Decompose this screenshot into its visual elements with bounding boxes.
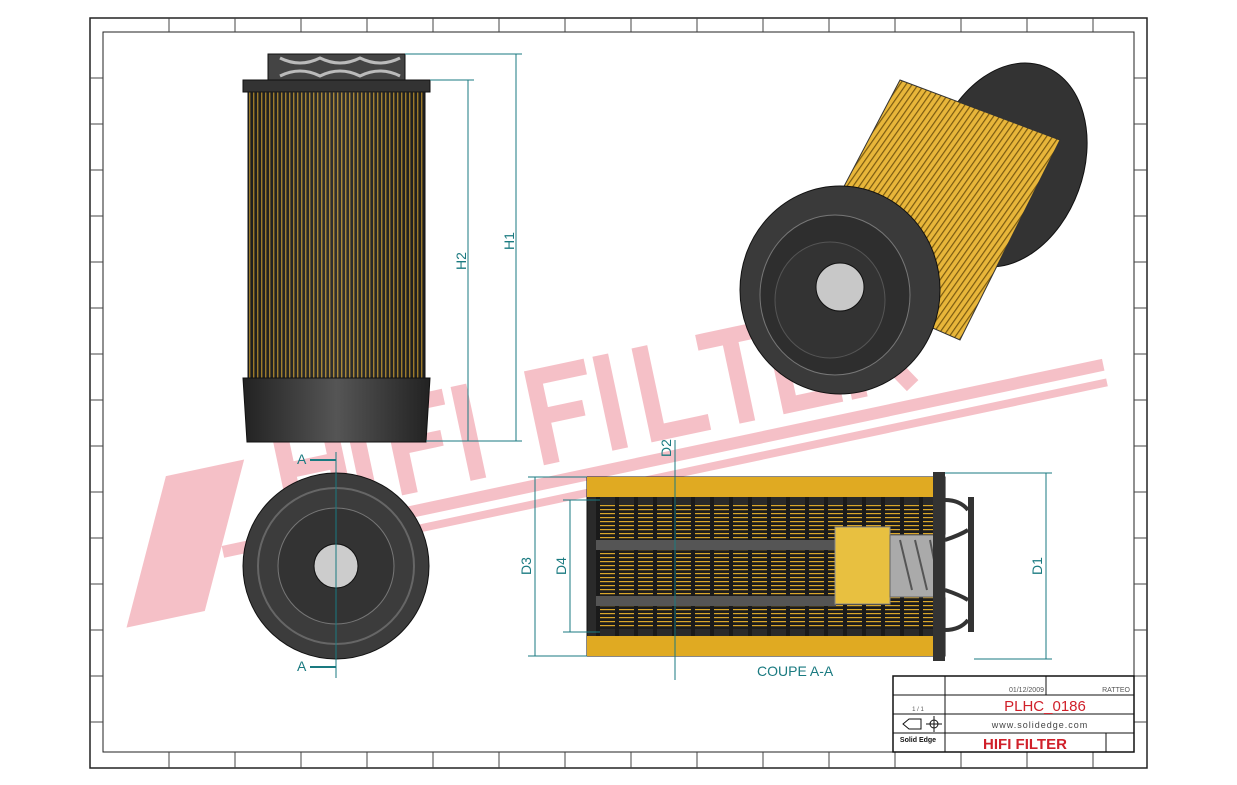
dimension-h1: H1 bbox=[501, 232, 517, 250]
support-rib bbox=[729, 497, 733, 636]
title-drawn-by: RATTEO bbox=[1102, 687, 1130, 694]
section-dimension-lines bbox=[528, 440, 1052, 680]
support-rib bbox=[786, 497, 790, 636]
dimension-h2: H2 bbox=[453, 252, 469, 270]
dimension-d2: D2 bbox=[658, 439, 674, 457]
isometric-view bbox=[739, 62, 1088, 395]
support-rib bbox=[615, 497, 619, 636]
section-marker-top: A bbox=[297, 451, 307, 467]
support-rib bbox=[634, 497, 638, 636]
title-block bbox=[892, 675, 1135, 753]
section-marker-bottom: A bbox=[297, 658, 307, 674]
section-view bbox=[586, 472, 974, 661]
dimension-d3: D3 bbox=[518, 557, 534, 575]
support-rib bbox=[824, 497, 828, 636]
title-website: www.solidedge.com bbox=[991, 720, 1089, 730]
projection-symbol-icon bbox=[902, 716, 942, 732]
title-software: Solid Edge bbox=[900, 737, 936, 744]
border-grid-ticks bbox=[90, 18, 1147, 768]
section-caption: COUPE A-A bbox=[757, 663, 834, 679]
dimension-d4: D4 bbox=[553, 557, 569, 575]
outer-border bbox=[89, 17, 1148, 769]
title-part-number: PLHC_0186 bbox=[1004, 698, 1086, 715]
title-scale: 1 / 1 bbox=[912, 707, 924, 713]
support-rib bbox=[691, 497, 695, 636]
support-rib bbox=[596, 497, 600, 636]
support-rib bbox=[805, 497, 809, 636]
side-dimension-lines bbox=[405, 53, 522, 442]
bottom-view bbox=[242, 452, 430, 678]
support-rib bbox=[710, 497, 714, 636]
support-rib bbox=[767, 497, 771, 636]
support-rib bbox=[653, 497, 657, 636]
side-view bbox=[242, 53, 431, 443]
dimension-d1: D1 bbox=[1029, 557, 1045, 575]
inner-border bbox=[102, 31, 1135, 753]
title-company: HIFI FILTER bbox=[983, 736, 1067, 753]
support-rib bbox=[672, 497, 676, 636]
title-date: 01/12/2009 bbox=[1009, 687, 1044, 694]
support-rib bbox=[748, 497, 752, 636]
